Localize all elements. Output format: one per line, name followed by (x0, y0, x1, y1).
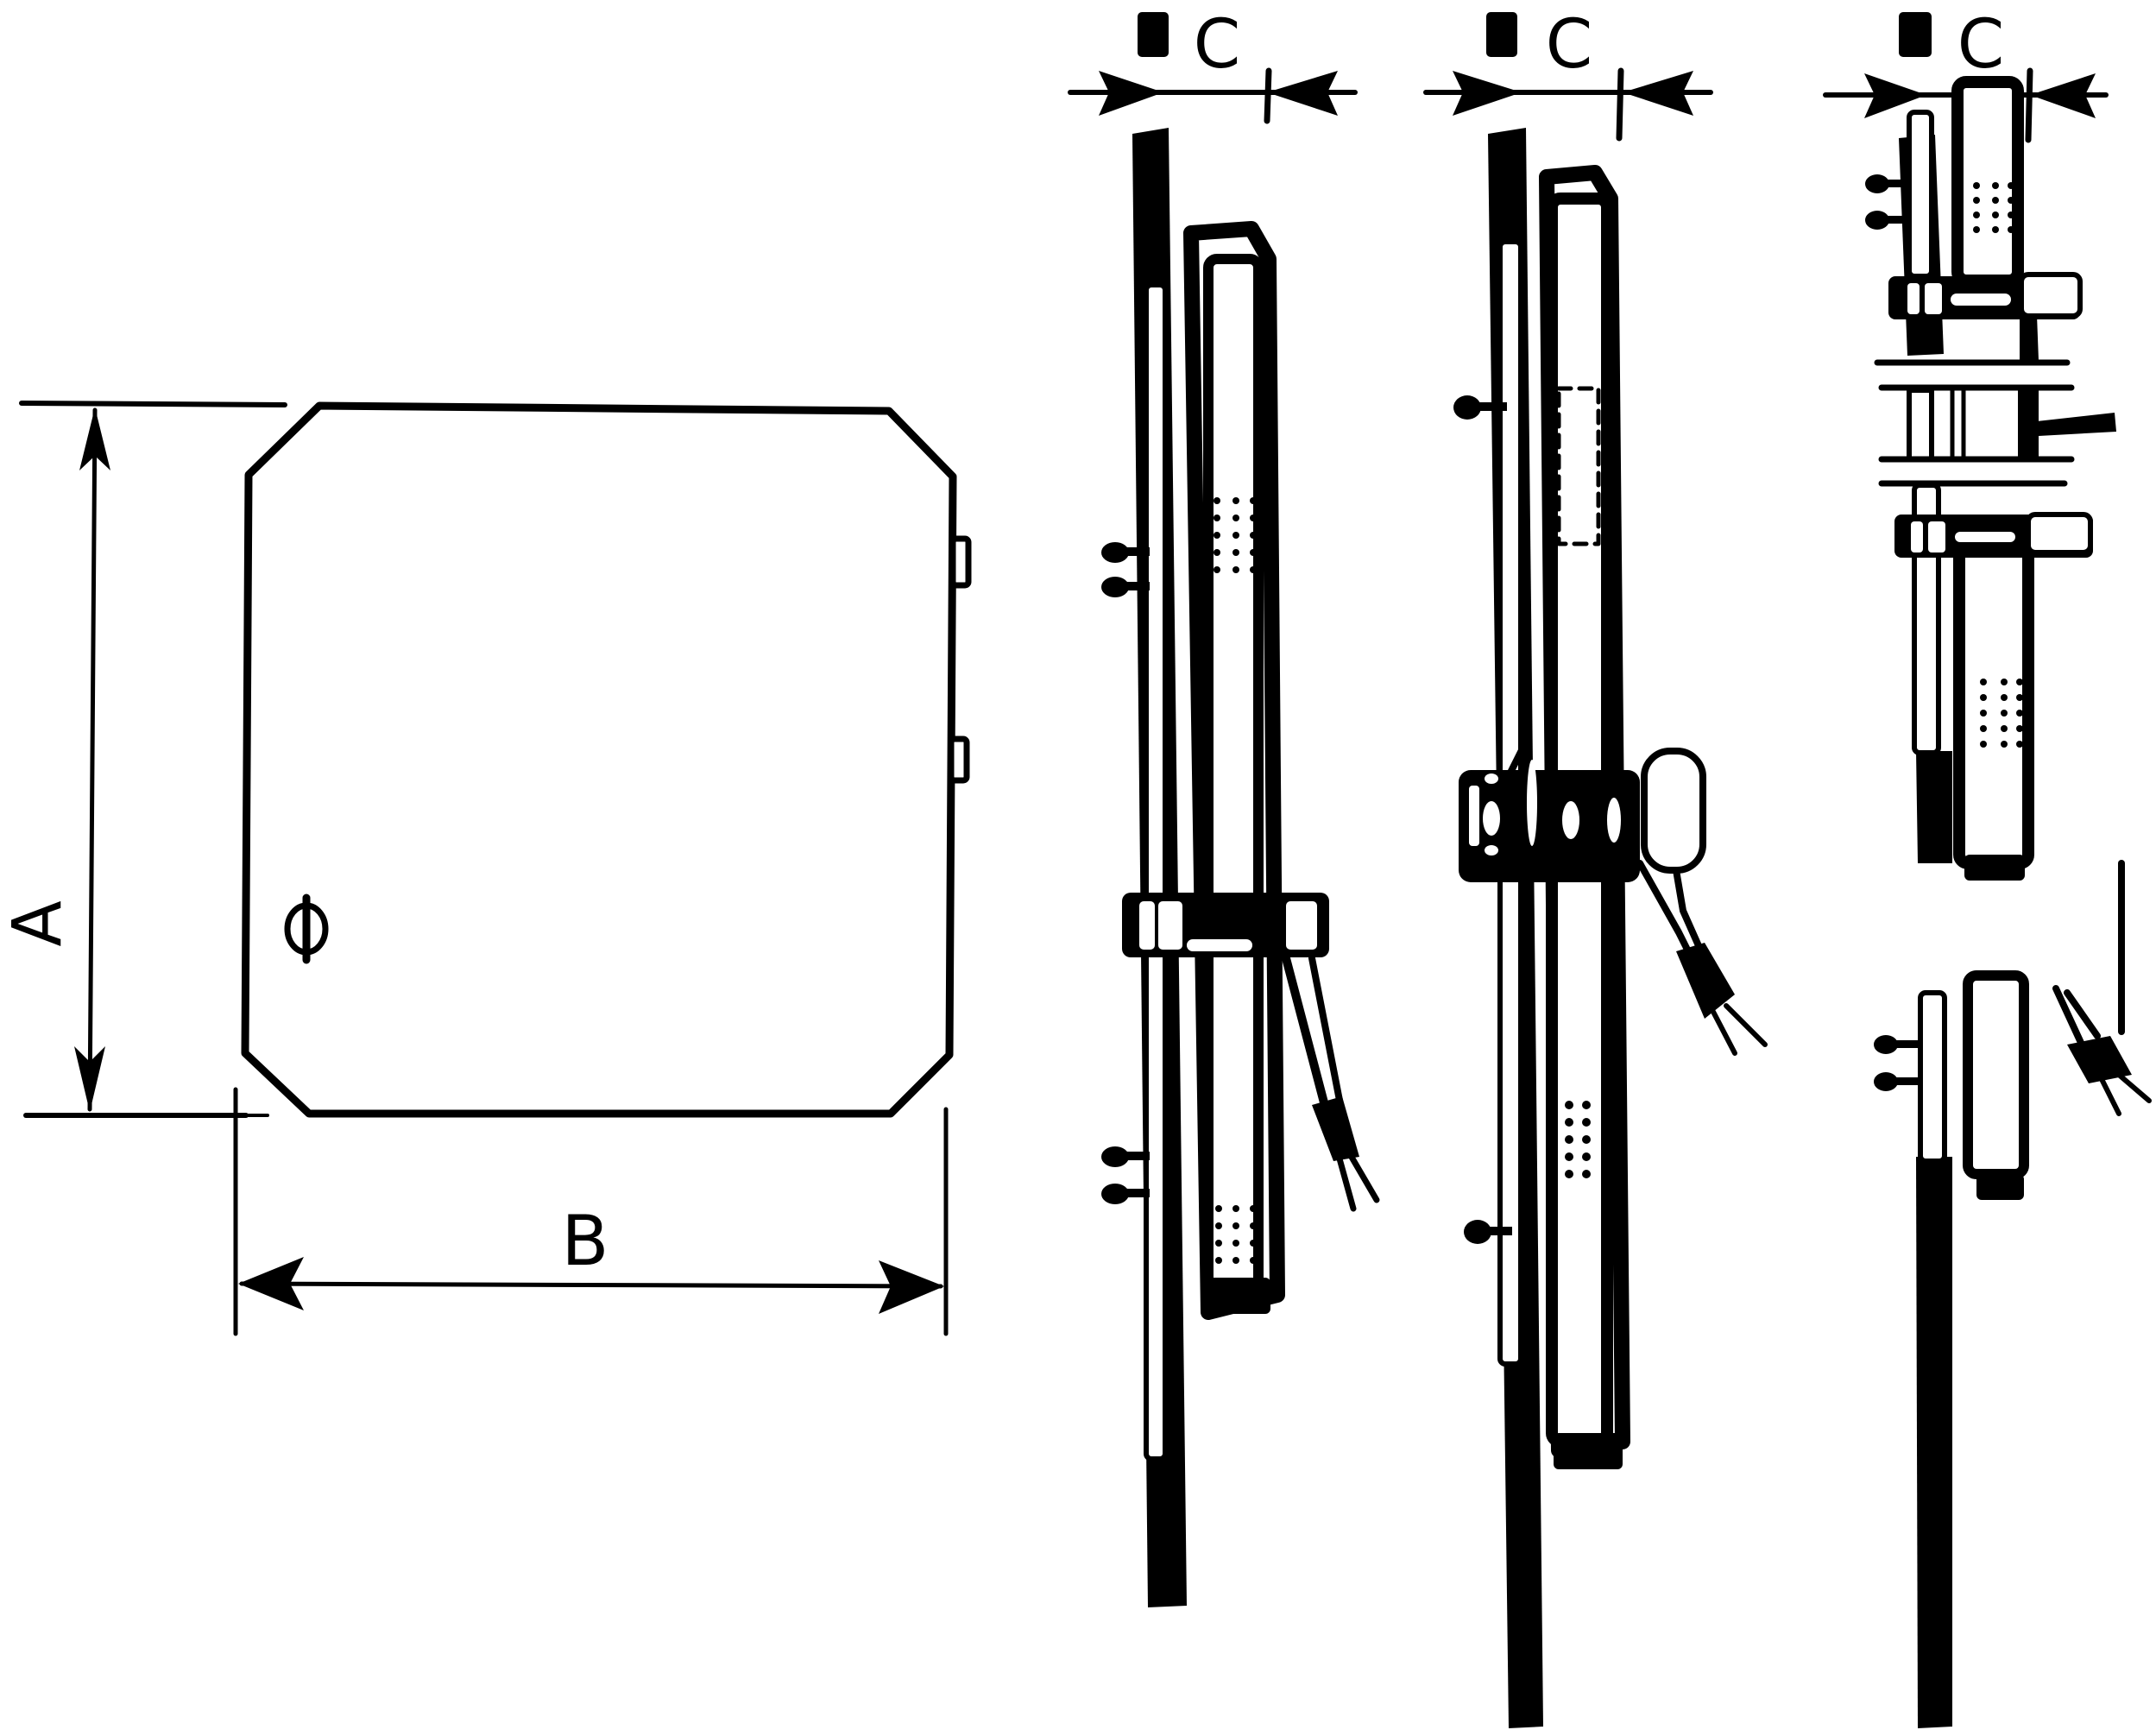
dimension-label-c: C (1546, 6, 1592, 84)
dimension-label-a: A (0, 900, 77, 946)
side-view-3: C (1823, 6, 2152, 1728)
wing-screw (1453, 395, 1512, 1244)
cable-gland (2052, 985, 2152, 1116)
dimension-label-c: C (1194, 6, 1240, 84)
dimension-label-b: B (562, 1201, 609, 1281)
knob-handle (2037, 413, 2116, 436)
arrowhead-left-icon (1623, 71, 1693, 116)
hinge-top (949, 535, 972, 589)
clamp (1459, 760, 1640, 882)
arrowhead-right-icon (1099, 71, 1163, 116)
wing-screw (1101, 542, 1150, 1204)
arrowhead-left-icon (2030, 73, 2096, 118)
perforation-lower (1215, 1205, 1257, 1264)
perforation-upper (1214, 497, 1257, 573)
enclosure-outline (241, 401, 957, 1118)
arrowhead-left-icon (1267, 71, 1338, 116)
arrowhead-up-icon (79, 407, 110, 470)
wing-screw (1865, 174, 1912, 230)
clamp-upper (1888, 272, 2083, 319)
perforation-lower (1980, 679, 2023, 748)
hinge-bottom (948, 736, 970, 784)
perforation-upper (1973, 182, 2014, 233)
arrowhead-right-icon (879, 1260, 944, 1314)
dimension-a: A (0, 401, 287, 1118)
perforation-lower (1565, 1101, 1591, 1178)
front-view: A B (0, 401, 972, 1336)
clamp-lower (1894, 512, 2093, 558)
arrowhead-down-icon (74, 1046, 105, 1112)
arrowhead-right-icon (1453, 71, 1522, 116)
wing-screw (1874, 1035, 1920, 1091)
arrowhead-right-icon (1864, 73, 1926, 118)
lock-icon (284, 893, 329, 964)
cable-gland (1282, 954, 1380, 1212)
side-view-1: C (1068, 6, 1380, 1607)
side-view-2: C (1423, 6, 1768, 1728)
arrowhead-left-icon (238, 1257, 304, 1310)
dimension-c-1: C (1068, 6, 1358, 124)
cable-gland (1636, 860, 1768, 1056)
dimension-b: B (214, 1087, 949, 1336)
knob (1641, 748, 1706, 874)
clamp (1122, 893, 1329, 957)
dimension-label-c: C (1957, 6, 2004, 84)
dimension-c-2: C (1423, 6, 1713, 142)
dimension-c-3: C (1823, 6, 2109, 143)
